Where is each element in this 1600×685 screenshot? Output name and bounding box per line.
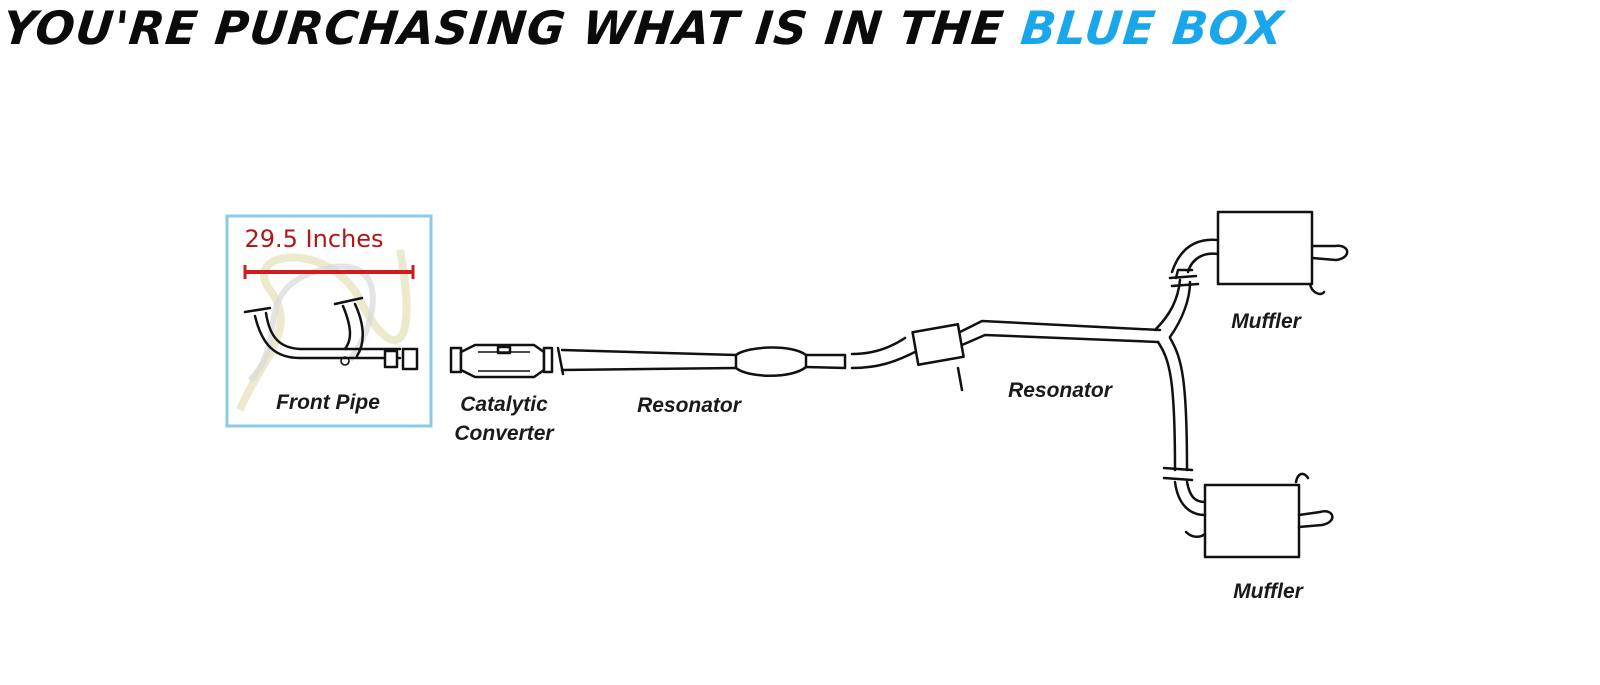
resonator-1-label: Resonator bbox=[637, 394, 743, 417]
front-pipe-label: Front Pipe bbox=[276, 391, 380, 414]
front-pipe-section[interactable]: 29.5 Inches Front Pipe bbox=[225, 214, 433, 428]
muffler-bottom bbox=[1162, 466, 1334, 559]
resonator-1 bbox=[556, 346, 847, 377]
resonator-2 bbox=[850, 319, 1162, 392]
front-pipe-drawing bbox=[243, 296, 419, 371]
muffler-top-label: Muffler bbox=[1231, 310, 1302, 333]
muffler-bottom-label: Muffler bbox=[1233, 580, 1304, 603]
resonator-2-label: Resonator bbox=[1008, 379, 1114, 402]
catalytic-label-line1: Catalytic bbox=[460, 393, 548, 416]
catalytic-label-line2: Converter bbox=[454, 422, 555, 445]
y-pipe bbox=[1153, 278, 1192, 472]
catalytic-converter bbox=[449, 343, 554, 379]
measurement-label: 29.5 Inches bbox=[244, 225, 383, 253]
muffler-top bbox=[1168, 210, 1349, 296]
